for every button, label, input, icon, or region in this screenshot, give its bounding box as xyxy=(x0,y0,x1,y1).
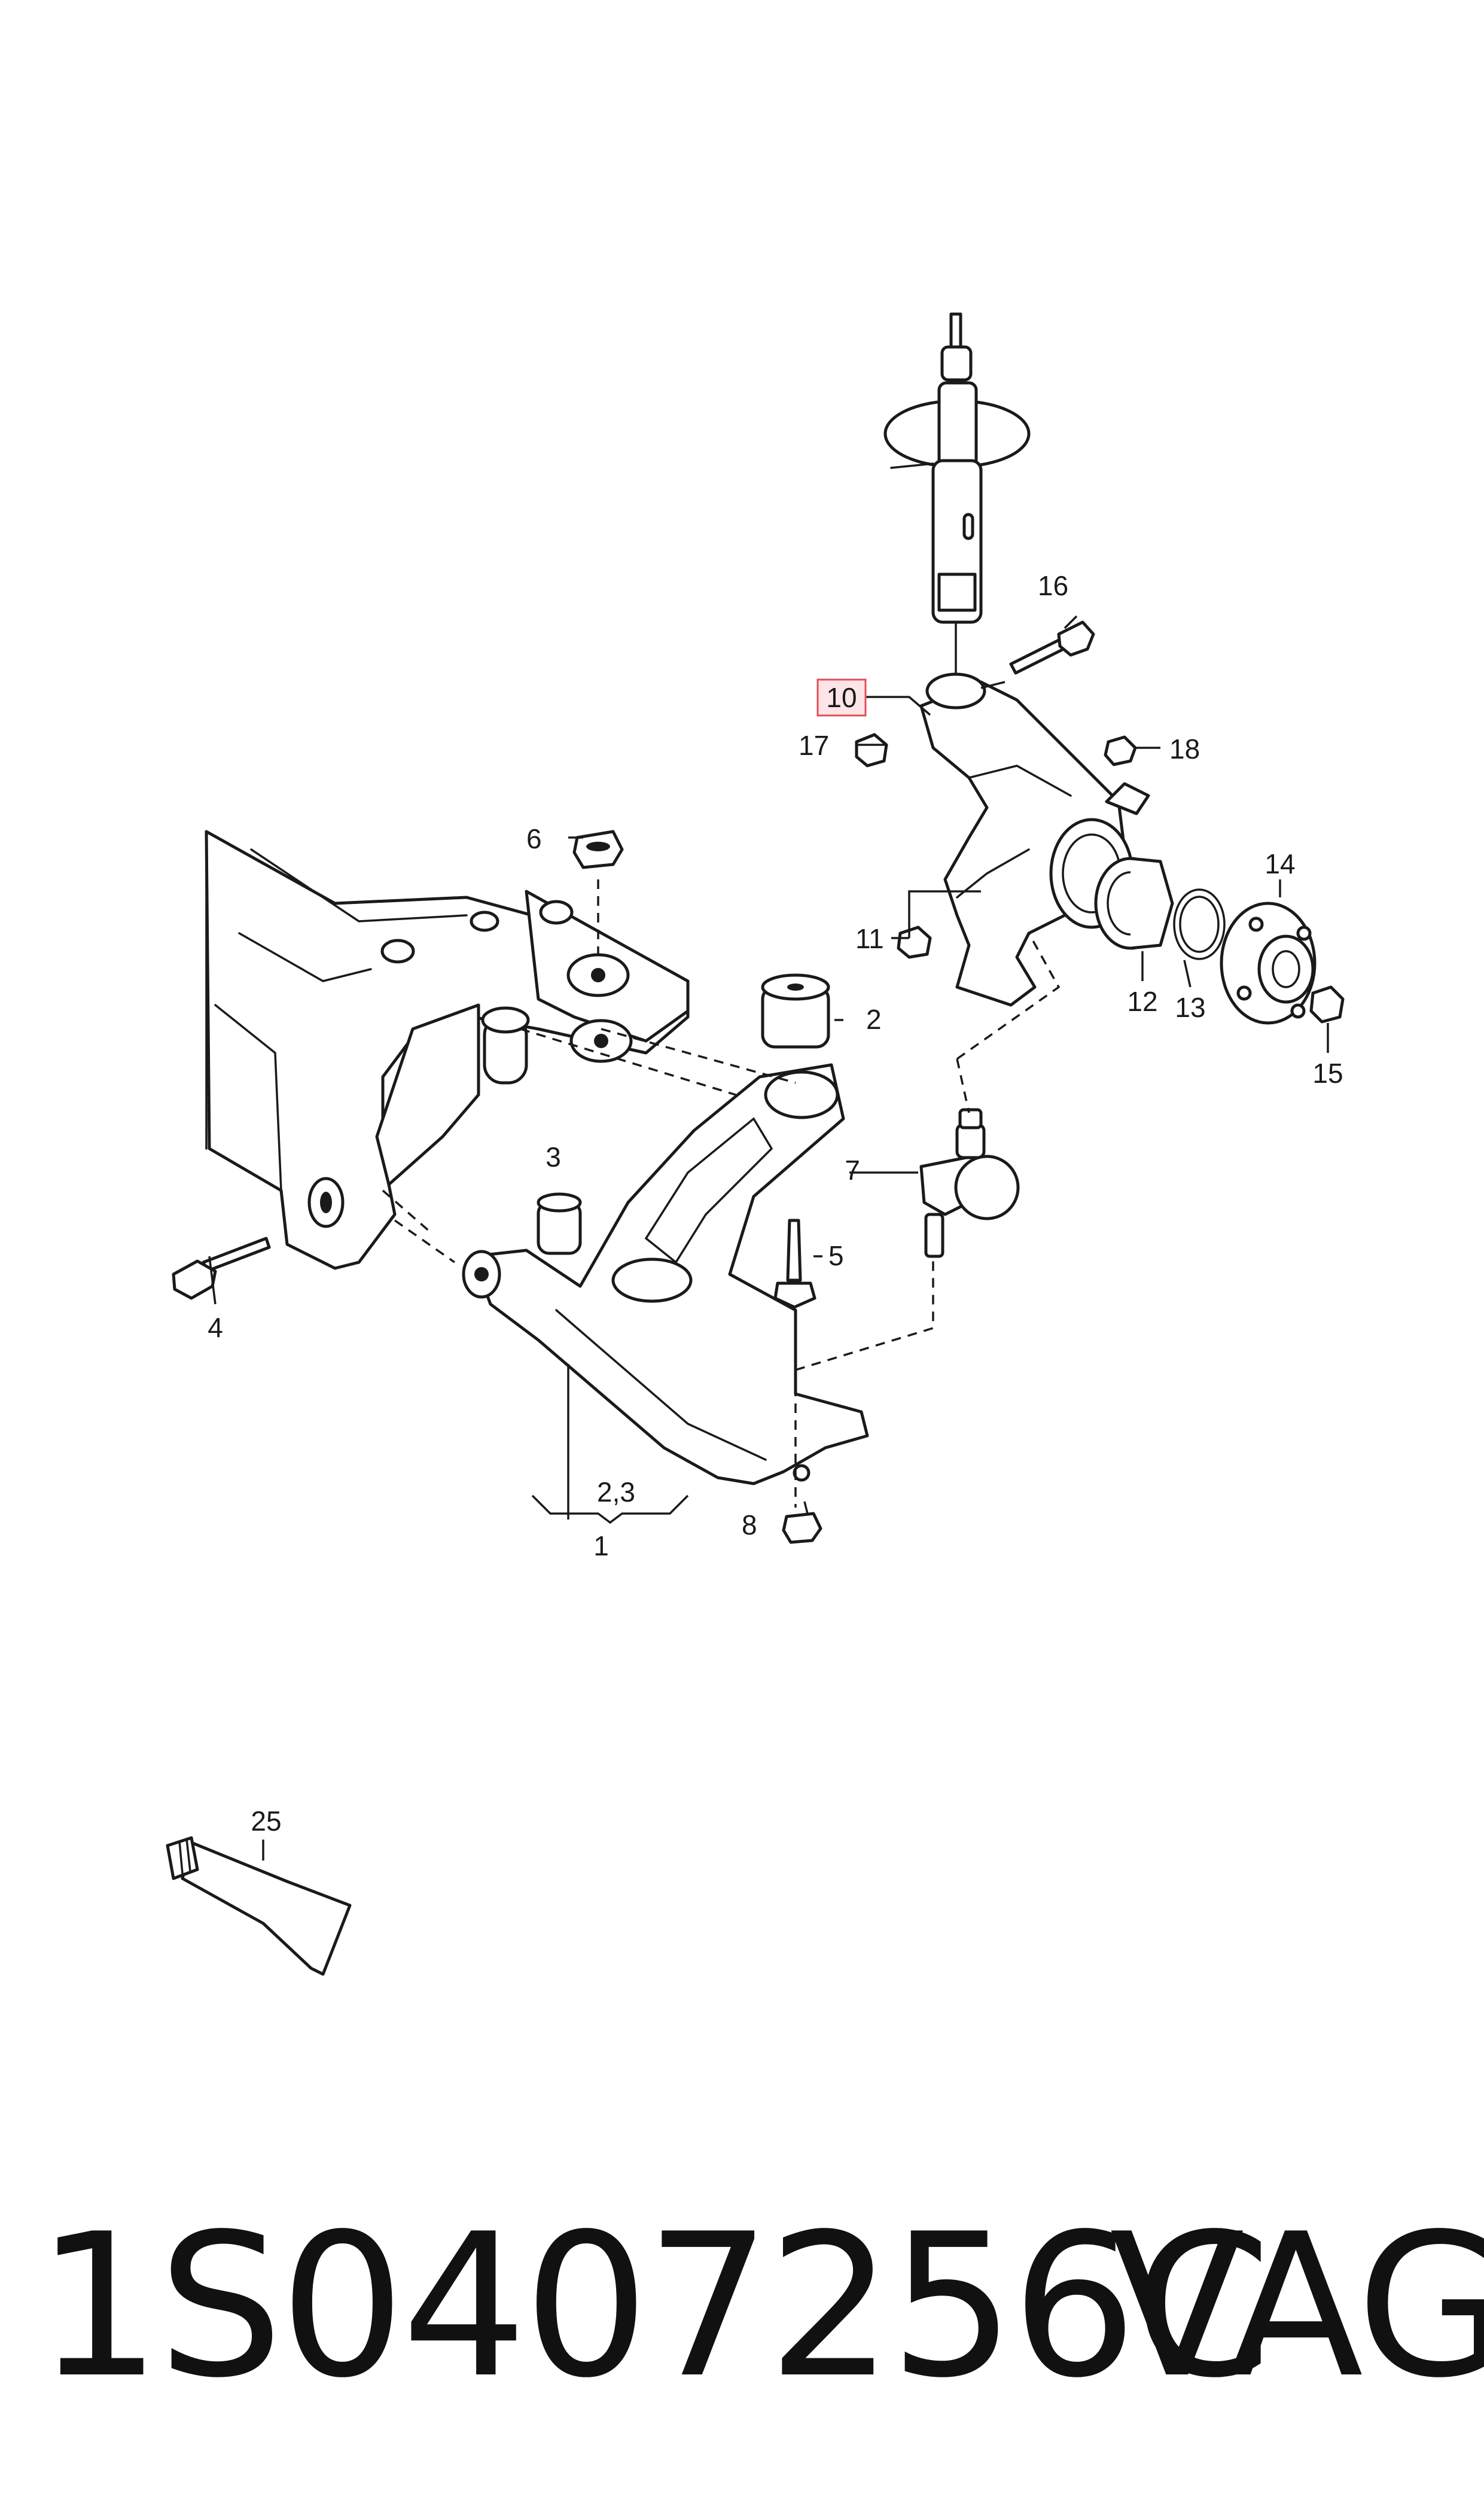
nut-18 xyxy=(1104,735,1137,766)
callout-8: 8 xyxy=(742,1509,757,1540)
wheel-hub-14 xyxy=(1220,902,1317,1025)
wheel-bearing-12 xyxy=(1094,857,1174,950)
bolt-16 xyxy=(1009,620,1095,675)
brand-name: VAG xyxy=(1110,2191,1484,2421)
callout-4: 4 xyxy=(208,1312,223,1343)
callout-10: 10 xyxy=(826,682,857,713)
callout-7: 7 xyxy=(845,1155,860,1186)
nut-17 xyxy=(855,733,888,768)
strut xyxy=(883,312,1031,677)
bushing-3 xyxy=(537,1192,582,1255)
callout-17: 17 xyxy=(799,730,829,761)
callout-13: 13 xyxy=(1175,992,1205,1023)
leader-lines xyxy=(208,615,1329,1861)
callout-6: 6 xyxy=(526,823,542,854)
part-number: 1S0407256C xyxy=(36,2191,1272,2421)
subframe xyxy=(205,830,690,1270)
nut-6 xyxy=(572,830,624,869)
grease-tube-25 xyxy=(166,1836,352,1976)
callout-2-3: 2,3 xyxy=(597,1476,635,1508)
callout-11: 11 xyxy=(855,923,884,954)
nut-11 xyxy=(897,925,932,959)
callout-16: 16 xyxy=(1038,570,1068,601)
highlight-box-10 xyxy=(816,678,867,717)
callout-12: 12 xyxy=(1127,986,1157,1017)
callout-25: 25 xyxy=(251,1805,281,1837)
callout-1: 1 xyxy=(593,1530,609,1561)
callout-5: 5 xyxy=(828,1240,844,1271)
bolt-15 xyxy=(1309,985,1345,1024)
nut-8 xyxy=(782,1512,822,1544)
callout-2: 2 xyxy=(866,1004,882,1035)
bolt-4 xyxy=(172,1237,271,1300)
callout-15: 15 xyxy=(1312,1058,1343,1089)
callout-labels: 1 2 2,3 3 4 5 6 7 8 10 11 12 13 14 15 16… xyxy=(208,570,1343,1837)
callout-18: 18 xyxy=(1169,733,1200,765)
bolt-5 xyxy=(773,1219,816,1309)
circlip-13 xyxy=(1173,888,1226,960)
steering-knuckle-10 xyxy=(919,672,1150,1007)
callout-14: 14 xyxy=(1264,848,1295,879)
ball-joint-7 xyxy=(919,1108,1020,1258)
control-arm xyxy=(462,1063,869,1485)
bushing-2 xyxy=(761,973,830,1049)
callout-3: 3 xyxy=(546,1141,561,1173)
